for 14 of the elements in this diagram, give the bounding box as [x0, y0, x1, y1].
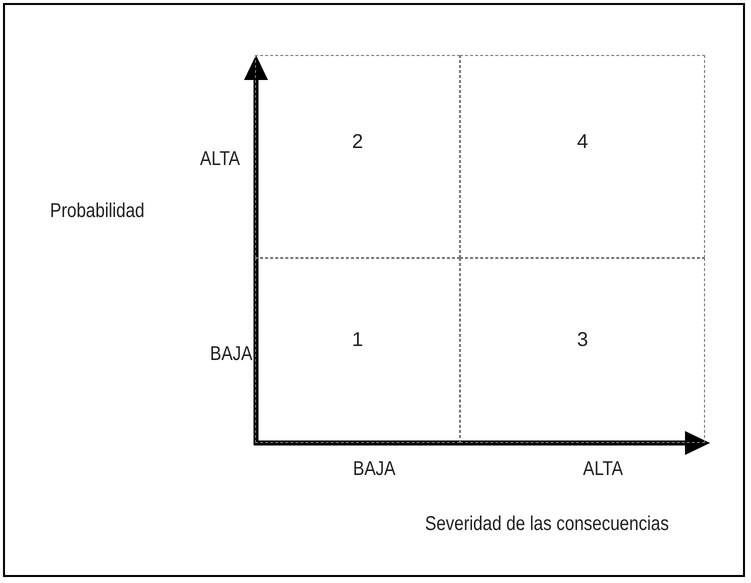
matrix-cell — [460, 258, 705, 443]
risk-level-number: 1 — [352, 329, 364, 352]
risk-level-number: 2 — [352, 131, 364, 154]
risk-level-number: 4 — [576, 131, 588, 154]
risk-level-number: 3 — [576, 329, 588, 352]
axis-title: Severidad de las consecuencias — [425, 513, 669, 536]
matrix-cell — [255, 258, 460, 443]
matrix-cell — [255, 55, 460, 258]
axis-tick-label: BAJA — [353, 458, 396, 481]
axis-tick-label: ALTA — [583, 458, 623, 481]
matrix-cell — [460, 55, 705, 258]
axis-tick-label: ALTA — [200, 148, 240, 171]
axis-tick-label: BAJA — [210, 343, 253, 366]
axis-title: Probabilidad — [50, 200, 145, 223]
